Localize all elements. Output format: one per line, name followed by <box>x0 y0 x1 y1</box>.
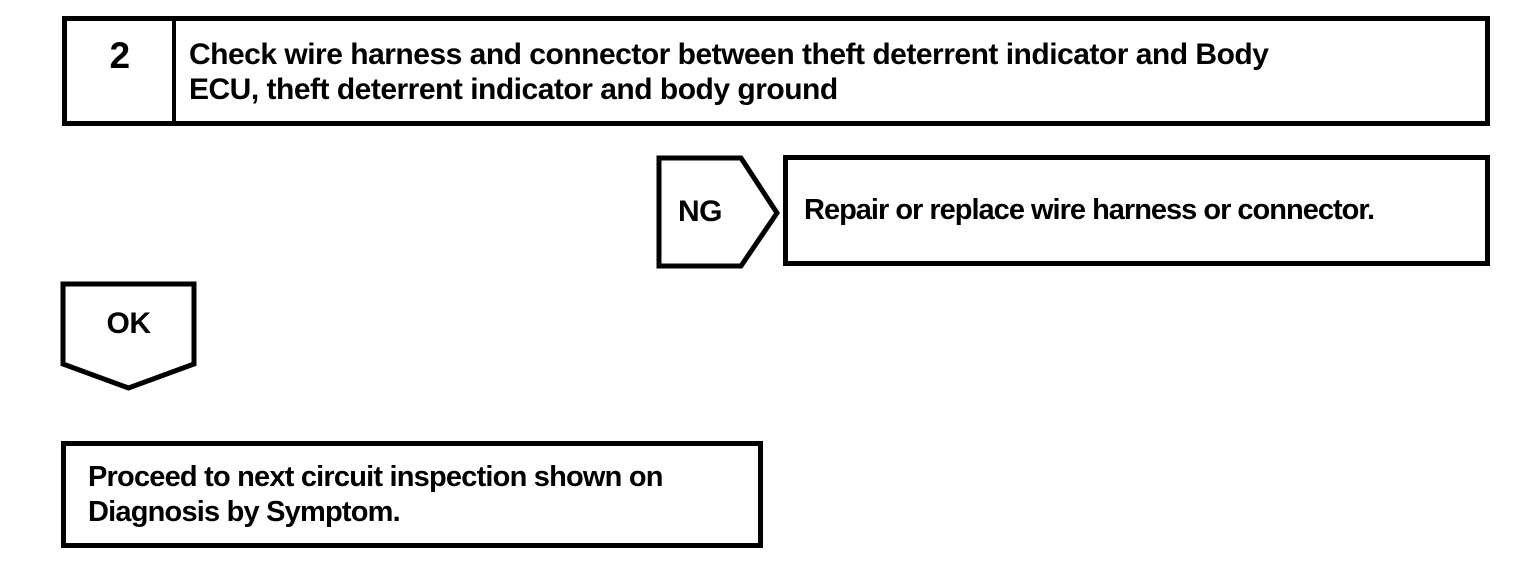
ng-action-box: Repair or replace wire harness or connec… <box>783 155 1490 266</box>
ok-action-line-2: Diagnosis by Symptom. <box>88 496 401 528</box>
ok-action-line-1: Proceed to next circuit inspection shown… <box>88 461 663 493</box>
step-instruction-line-1: Check wire harness and connector between… <box>189 38 1269 71</box>
step-instruction-line-2: ECU, theft deterrent indicator and body … <box>189 73 838 106</box>
ok-connector-label: OK <box>106 307 152 340</box>
ng-connector-label: NG <box>678 195 723 228</box>
ok-pentagon-icon <box>60 281 197 391</box>
ng-action-text: Repair or replace wire harness or connec… <box>804 194 1375 226</box>
step-number: 2 <box>67 21 176 121</box>
ok-action-box: Proceed to next circuit inspection shown… <box>61 441 763 548</box>
step-box: 2 Check wire harness and connector betwe… <box>62 16 1490 126</box>
step-instruction: Check wire harness and connector between… <box>176 21 1485 121</box>
ng-pentagon-icon <box>656 155 780 269</box>
